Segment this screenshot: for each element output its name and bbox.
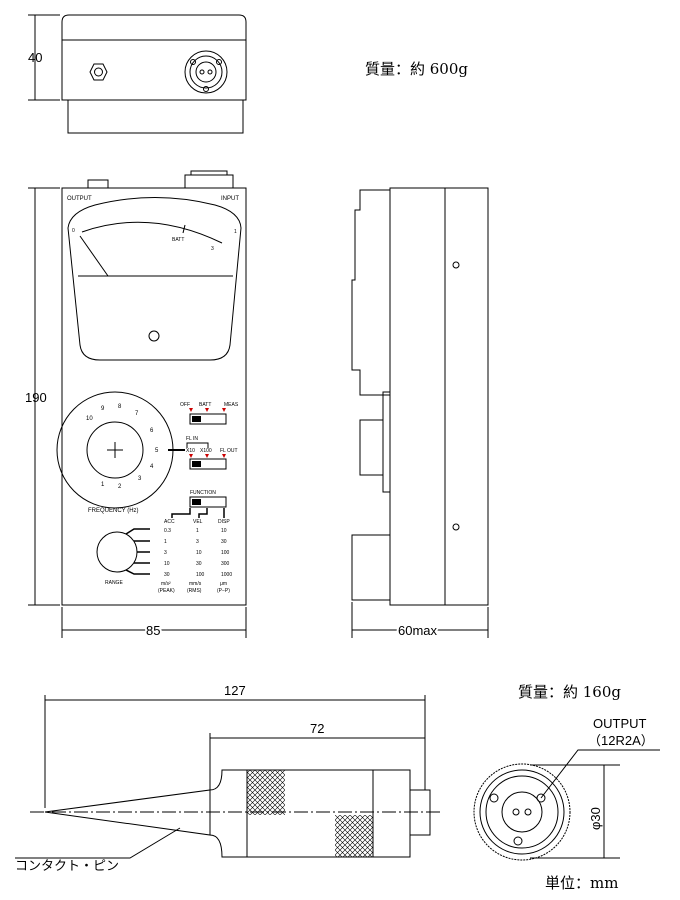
side-dim-depth: 60max: [398, 623, 438, 638]
unit-label: (RMS): [187, 588, 202, 594]
dial-number: 4: [150, 464, 154, 470]
contact-pin-label: コンタクト・ピン: [15, 858, 119, 873]
front-view: OUTPUT INPUT 0 BATT 3 1 10 9 8 7 6 5 4 3…: [25, 170, 247, 640]
side-view: 60max: [351, 187, 489, 640]
unit-label: (P−P): [217, 588, 230, 594]
connector-icon: [184, 50, 228, 94]
meter-one: 1: [234, 229, 237, 235]
input-label: INPUT: [221, 196, 239, 202]
hex-nut-icon: [89, 63, 108, 81]
x100-label: X100: [200, 448, 212, 454]
dial-number: 8: [118, 404, 122, 410]
table-cell: 1: [164, 539, 167, 545]
table-cell: 10: [196, 550, 202, 556]
table-cell: 1000: [221, 572, 232, 578]
table-cell: 3: [196, 539, 199, 545]
table-cell: 100: [221, 550, 230, 556]
output-label: OUTPUT: [67, 196, 92, 202]
table-cell: 100: [196, 572, 205, 578]
table-header: ACC: [164, 519, 175, 525]
frequency-label: FREQUENCY (Hz): [88, 508, 139, 514]
fl-out-label: FL OUT: [220, 448, 238, 454]
unit-label: mm/s: [189, 581, 202, 587]
dial-number: 6: [150, 428, 154, 434]
meter-window: [67, 197, 242, 361]
table-cell: 10: [221, 528, 227, 534]
x10-label: X10: [186, 448, 195, 454]
probe-diameter: φ30: [588, 807, 603, 830]
probe-dim-body: 72: [310, 721, 324, 736]
table-header: VEL: [193, 519, 203, 525]
probe-output-label: OUTPUT: [593, 716, 647, 731]
range-label: RANGE: [105, 580, 123, 586]
probe-view: 127 72 コンタクト・ピン 質量：約 160g OUTPUT （12R2A）…: [15, 683, 660, 892]
table-cell: 30: [164, 572, 170, 578]
unit-label: μm: [220, 581, 227, 587]
table-cell: 10: [164, 561, 170, 567]
function-switch[interactable]: [189, 496, 227, 508]
table-cell: 30: [221, 539, 227, 545]
dial-number: 9: [101, 406, 105, 412]
dial-number: 2: [118, 484, 122, 490]
front-dim-width: 85: [146, 623, 160, 638]
table-cell: 1: [196, 528, 199, 534]
table-header: DISP: [218, 519, 230, 525]
table-cell: 30: [196, 561, 202, 567]
table-cell: 3: [164, 550, 167, 556]
top-view: 40 質量：約 600g: [28, 14, 468, 134]
fl-in-label: FL IN: [186, 436, 198, 442]
dial-number: 3: [138, 476, 142, 482]
probe-dim-total: 127: [224, 683, 246, 698]
meter-three: 3: [211, 246, 214, 252]
filter-switch[interactable]: [189, 458, 227, 470]
dial-number: 10: [86, 416, 93, 422]
dial-number: 5: [155, 448, 159, 454]
front-dim-height: 190: [25, 390, 47, 405]
power-switch[interactable]: [189, 413, 227, 425]
probe-connector-label: （12R2A）: [588, 733, 654, 748]
adjust-screw-icon[interactable]: [148, 330, 160, 342]
function-label: FUNCTION: [190, 490, 216, 496]
unit-label: (PEAK): [158, 588, 175, 594]
probe-end-view: [473, 763, 571, 861]
top-dim-height: 40: [28, 50, 42, 65]
meter-zero: 0: [72, 228, 75, 234]
switch-batt-label: BATT: [199, 402, 211, 408]
table-cell: 0.3: [164, 528, 171, 534]
switch-meas-label: MEAS: [224, 402, 239, 408]
unit-label: 単位：mm: [545, 874, 618, 892]
dial-number: 7: [135, 411, 139, 417]
range-table: ACC VEL DISP 0.3 1 10 1 3 30 3 10 100 10 30 300 30 10…: [158, 519, 232, 594]
frequency-dial[interactable]: 10 9 8 7 6 5 4 3 2 1: [56, 391, 185, 509]
unit-label: m/s²: [161, 581, 171, 587]
probe-mass: 質量：約 160g: [518, 683, 621, 701]
main-unit-mass: 質量：約 600g: [365, 60, 468, 78]
dial-number: 1: [101, 482, 105, 488]
meter-batt: BATT: [172, 237, 184, 243]
table-cell: 300: [221, 561, 230, 567]
range-knob[interactable]: [96, 531, 138, 573]
switch-off-label: OFF: [180, 402, 190, 408]
